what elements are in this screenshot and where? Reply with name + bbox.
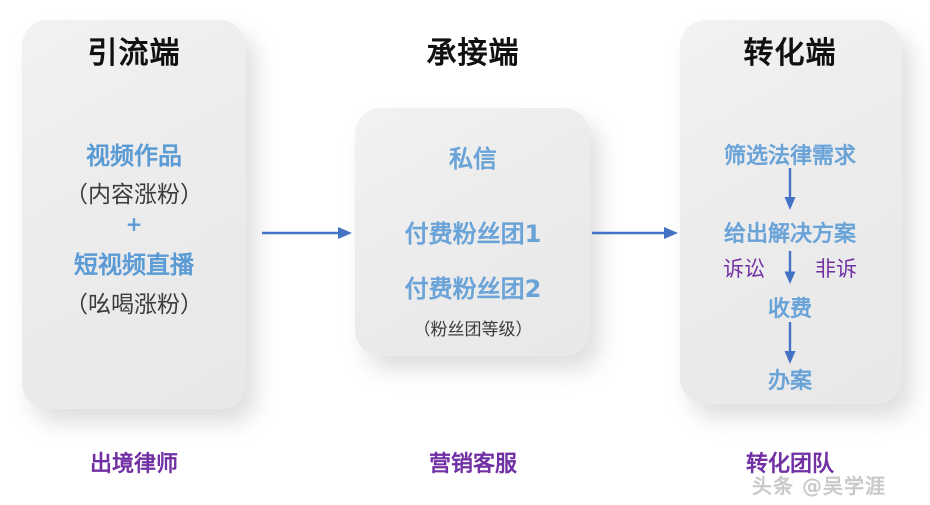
card-intake xyxy=(355,108,590,356)
traffic-line-short-video-live: 短视频直播 xyxy=(74,251,194,279)
conversion-line-charge-fee: 收费 xyxy=(767,297,812,322)
traffic-line-plus: + xyxy=(125,212,143,236)
flow-arrow-down-2 xyxy=(784,251,796,284)
conversion-line-handle-case: 办案 xyxy=(767,369,812,394)
arrow-intake-to-conversion xyxy=(592,227,678,239)
conversion-split-row: 诉讼 非诉 xyxy=(670,251,910,285)
intake-line-fan-group-level: （粉丝团等级） xyxy=(413,320,533,340)
traffic-line-video-works: 视频作品 xyxy=(86,142,182,170)
card-traffic xyxy=(22,20,246,409)
traffic-line-shoutout-growth: （吆喝涨粉） xyxy=(65,292,203,318)
conversion-line-screen-legal-needs: 筛选法律需求 xyxy=(723,144,856,169)
watermark-text: 头条 @吴学涯 xyxy=(752,474,886,498)
conversion-label-litigation: 诉讼 xyxy=(723,257,765,281)
role-label-conversion: 转化团队 xyxy=(745,452,834,477)
column-title-conversion: 转化端 xyxy=(743,36,837,71)
column-title-intake: 承接端 xyxy=(426,36,520,71)
traffic-line-content-growth: （内容涨粉） xyxy=(65,182,203,208)
arrow-traffic-to-intake xyxy=(262,227,352,239)
role-label-intake: 营销客服 xyxy=(428,452,517,477)
column-title-traffic: 引流端 xyxy=(87,36,181,71)
intake-line-direct-message: 私信 xyxy=(449,145,497,173)
intake-line-paid-fan-group-1: 付费粉丝团1 xyxy=(404,220,542,248)
flow-arrow-down-3 xyxy=(784,322,796,364)
intake-line-paid-fan-group-2: 付费粉丝团2 xyxy=(404,275,542,303)
flow-arrow-down-1 xyxy=(784,168,796,210)
conversion-line-provide-solution: 给出解决方案 xyxy=(723,222,856,247)
conversion-label-non-litigation: 非诉 xyxy=(815,257,857,281)
role-label-traffic: 出境律师 xyxy=(89,452,178,477)
